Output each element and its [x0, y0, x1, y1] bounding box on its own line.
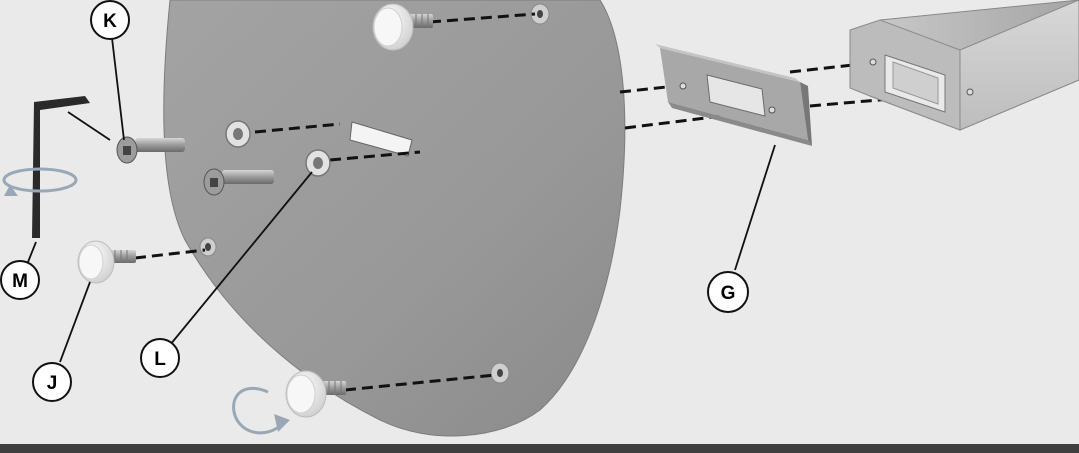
- callout-k-label: K: [103, 11, 117, 32]
- rectangular-tube: [850, 0, 1079, 130]
- mounting-plate: [164, 0, 625, 436]
- rotate-arrow-icon-bottom: [234, 388, 290, 433]
- callout-g: G: [708, 272, 748, 312]
- thumb-screw-j: [78, 241, 136, 283]
- callout-j-label: J: [47, 373, 58, 394]
- callout-g-label: G: [721, 283, 736, 304]
- footer-bar: [0, 444, 1079, 453]
- callout-m: M: [1, 261, 39, 299]
- callout-l: L: [141, 339, 179, 377]
- callout-j: J: [33, 363, 71, 401]
- callout-k: K: [91, 1, 129, 39]
- callout-m-label: M: [12, 271, 28, 292]
- gasket-part: [655, 44, 812, 146]
- hex-key: [32, 96, 90, 238]
- callout-l-label: L: [154, 349, 166, 370]
